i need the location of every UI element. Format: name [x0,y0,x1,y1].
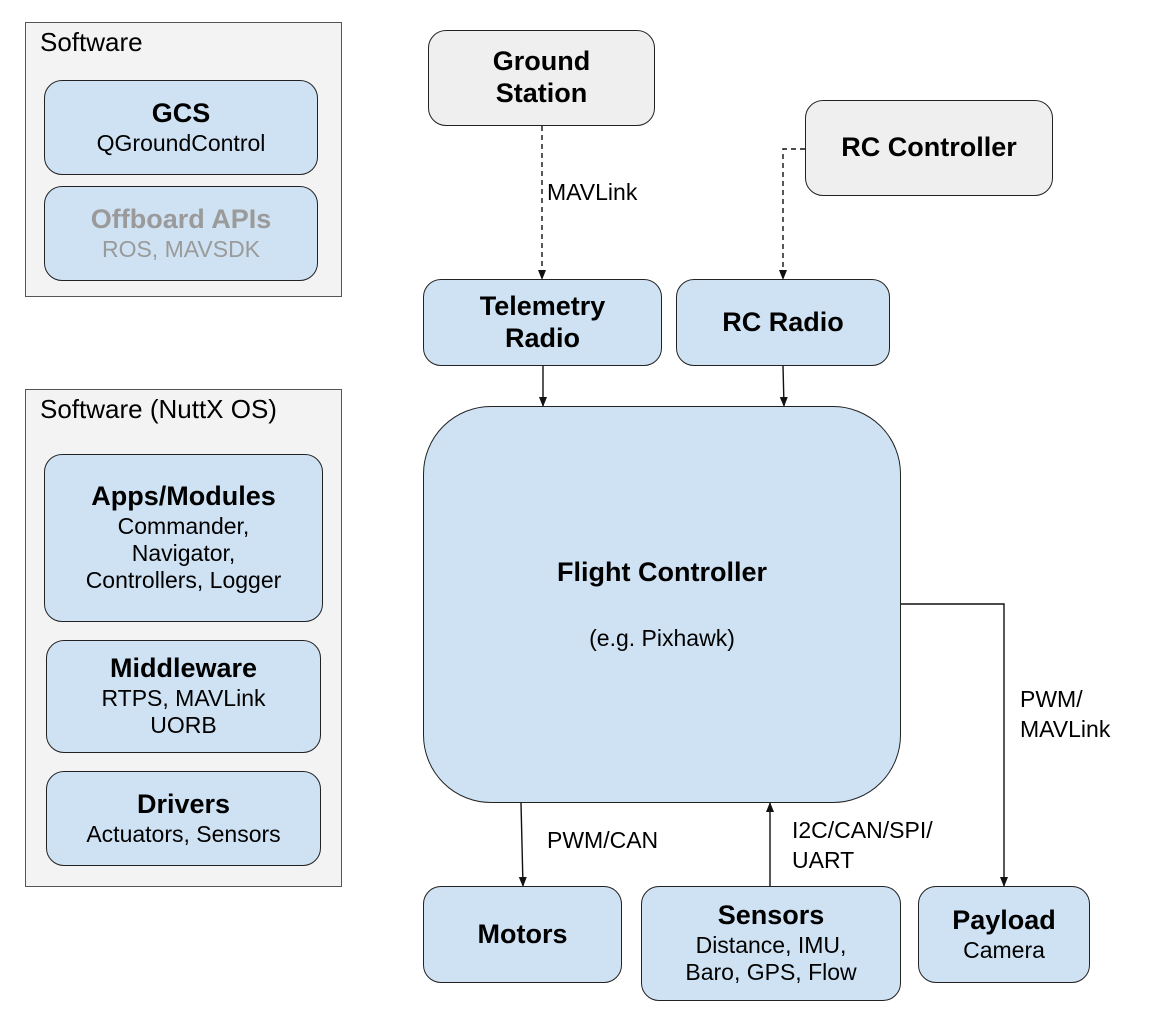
drivers-title: Drivers [136,789,231,819]
ground-station-line: Ground [492,46,591,77]
payload-title: Payload [952,905,1056,935]
pwm-mavlink-label: PWM/ MAVLink [1020,685,1110,745]
offboard-apis-subtitle: ROS, MAVSDK [101,235,261,262]
ground-station-box: Ground Station [428,30,655,126]
sensors-box: Sensors Distance, IMU, Baro, GPS, Flow [641,886,901,1001]
gcs-subtitle: QGroundControl [96,129,266,156]
apps-modules-line: Navigator, [131,540,236,567]
drivers-box: Drivers Actuators, Sensors [46,771,321,866]
i2c-label-line: UART [792,846,855,873]
fc-payload-line [901,603,1008,887]
apps-modules-box: Apps/Modules Commander, Navigator, Contr… [44,454,323,622]
telemetry-radio-line: Telemetry [479,290,606,321]
rc-controller-title: RC Controller [841,132,1017,163]
flight-controller-title: Flight Controller [557,557,767,587]
payload-subtitle: Camera [963,936,1045,963]
pwm-can-label: PWM/CAN [547,827,659,853]
pwm-mavlink-label-line: MAVLink [1020,715,1111,742]
nuttx-panel-title: Software (NuttX OS) [40,394,277,424]
rc-link-line [779,148,805,280]
middleware-line: UORB [150,712,217,739]
middleware-title: Middleware [109,653,258,684]
apps-modules-title: Apps/Modules [91,481,276,512]
gcs-box: GCS QGroundControl [44,80,318,175]
gcs-title: GCS [151,98,211,128]
rc-controller-box: RC Controller [805,100,1053,196]
fc-motors-line [518,802,527,887]
drivers-line: Actuators, Sensors [86,820,281,847]
ground-station-line: Station [495,78,588,108]
motors-title: Motors [477,918,568,949]
telemetry-radio-box: Telemetry Radio [423,279,662,366]
payload-box: Payload Camera [918,886,1090,983]
middleware-line: RTPS, MAVLink [101,685,266,712]
motors-box: Motors [423,886,622,983]
offboard-apis-box: Offboard APIs ROS, MAVSDK [44,186,318,281]
i2c-label-line: I2C/CAN/SPI/ [792,817,933,843]
rc-radio-title: RC Radio [722,306,844,337]
software-panel: Software GCS QGroundControl Offboard API… [25,22,342,297]
telemetry-radio-line: Radio [504,322,580,353]
sensors-title: Sensors [717,900,825,931]
software-panel-title: Software [40,27,143,57]
flight-controller-subtitle: (e.g. Pixhawk) [589,624,735,651]
rcradio-fc-line [779,365,788,407]
mavlink-label: MAVLink [547,179,638,205]
i2c-can-spi-uart-label: I2C/CAN/SPI/ UART [792,816,933,876]
apps-modules-line: Commander, [117,513,250,540]
pwm-mavlink-label-line: PWM/ [1020,686,1083,712]
offboard-apis-title: Offboard APIs [90,204,272,234]
nuttx-panel: Software (NuttX OS) Apps/Modules Command… [25,389,342,887]
rc-radio-box: RC Radio [676,279,890,366]
sensors-line: Distance, IMU, [695,932,847,959]
sensors-line: Baro, GPS, Flow [685,959,857,986]
middleware-box: Middleware RTPS, MAVLink UORB [46,640,321,753]
flight-controller-box: Flight Controller (e.g. Pixhawk) [423,406,901,803]
apps-modules-line: Controllers, Logger [85,567,282,594]
